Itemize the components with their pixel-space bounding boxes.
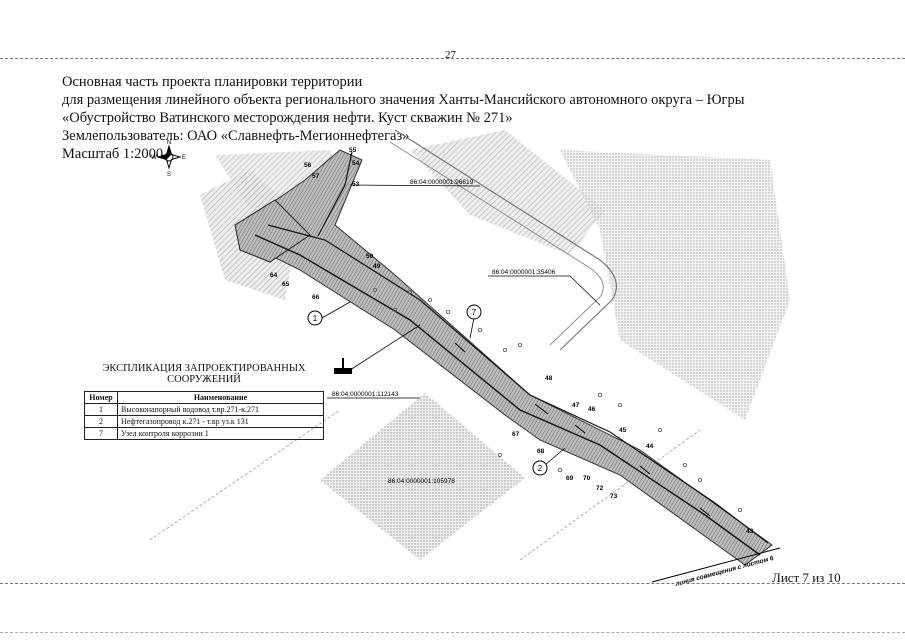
header-line-1: Основная часть проекта планировки террит… [62, 74, 363, 90]
table-row: 7 Узел контроля коррозии 1 [84, 427, 324, 440]
point-70: 70 [583, 475, 591, 482]
document-header: Основная часть проекта планировки террит… [62, 73, 744, 163]
cadastral-label-2: 86:04:0000001:35406 [492, 269, 556, 276]
compass-w: W [151, 155, 157, 161]
callout-1-leader [321, 301, 351, 319]
legend-row-number: 1 [84, 403, 118, 416]
legend-row-number: 2 [84, 415, 118, 428]
compass-s: S [167, 172, 171, 178]
legend-table: Номер Наименование 1 Высоконапорный водо… [84, 391, 324, 440]
legend-row-name: Высоконапорный водовод т.вр.271-к.271 [117, 403, 324, 416]
bottom-divider-lower [0, 632, 905, 633]
cadastral-label-4: 86:04:0000001:105978 [388, 478, 455, 485]
land-parcel-right [560, 150, 790, 420]
survey-markers [372, 287, 743, 512]
pipeline-1 [254, 234, 761, 556]
point-69: 69 [566, 475, 574, 482]
point-53: 53 [352, 181, 360, 188]
legend-title-line-2: СООРУЖЕНИЙ [167, 374, 241, 385]
road-outline-inner [389, 141, 604, 346]
callout-2 [532, 460, 548, 476]
point-68: 68 [537, 448, 545, 455]
road-outline [394, 129, 618, 351]
cadastral-label-1: 86:04:0000001:96619 [410, 179, 474, 186]
page-number: 27 [445, 49, 456, 61]
legend-col-name: Наименование [117, 391, 324, 404]
point-56: 56 [304, 162, 312, 169]
legend-row-name: Нефтегазопровод к.271 - т.вр уз.к 131 [117, 415, 324, 428]
point-50: 50 [366, 253, 374, 260]
callout-2-leader [544, 447, 566, 466]
table-row: 1 Высоконапорный водовод т.вр.271-к.271 [84, 403, 324, 416]
point-49: 49 [373, 263, 381, 270]
legend-row-name: Узел контроля коррозии 1 [117, 427, 324, 440]
point-57: 57 [312, 173, 320, 180]
land-parcel-top [410, 130, 605, 255]
node-ticks [454, 342, 711, 517]
match-line [651, 547, 781, 583]
callout-2-label: 2 [538, 464, 543, 473]
header-line-2: для размещения линейного объекта региона… [62, 92, 745, 108]
point-47: 47 [572, 402, 580, 409]
scale-label: Масштаб 1:2000 [62, 146, 164, 162]
land-parcel-diamond [320, 393, 525, 560]
header-line-3: «Обустройство Ватинского месторождения н… [62, 110, 513, 126]
legend-header-row: Номер Наименование [84, 391, 324, 404]
point-43: 43 [746, 528, 754, 535]
point-67: 67 [512, 431, 520, 438]
point-48: 48 [545, 375, 553, 382]
point-65: 65 [282, 281, 290, 288]
legend-row-number: 7 [84, 427, 118, 440]
point-72: 72 [596, 485, 604, 492]
compass-e: E [182, 155, 186, 161]
callout-7-leader [469, 317, 475, 339]
pipeline-branch [317, 151, 353, 237]
callout-1 [307, 310, 323, 326]
leader-c1 [349, 184, 481, 187]
top-divider [0, 58, 905, 59]
point-64: 64 [270, 272, 278, 279]
point-44: 44 [646, 443, 654, 450]
point-45: 45 [619, 427, 627, 434]
leader-c2b [569, 275, 601, 306]
compass-rose: N S E W [151, 140, 186, 178]
compass-n: N [167, 140, 171, 146]
legend-panel: ЭКСПЛИКАЦИЯ ЗАПРОЕКТИРОВАННЫХ СООРУЖЕНИЙ… [84, 363, 324, 440]
point-46: 46 [588, 406, 596, 413]
sheet-number: Лист 7 из 10 [772, 570, 841, 585]
point-66: 66 [312, 294, 320, 301]
section-marker [334, 324, 421, 374]
wellpad-area [234, 199, 311, 263]
pipeline-corridor [239, 149, 773, 566]
legend-title-line-1: ЭКСПЛИКАЦИЯ ЗАПРОЕКТИРОВАННЫХ [102, 363, 306, 374]
table-row: 2 Нефтегазопровод к.271 - т.вр уз.к 131 [84, 415, 324, 428]
land-parcel-north [215, 150, 345, 228]
header-line-4: Землепользователь: ОАО «Славнефть-Мегион… [62, 128, 410, 144]
callout-7 [466, 304, 482, 320]
point-54: 54 [352, 160, 360, 167]
callout-1-label: 1 [313, 314, 318, 323]
pipeline-2 [267, 224, 769, 544]
bottom-divider [0, 583, 905, 584]
legend-col-number: Номер [84, 391, 118, 404]
cadastral-label-3: 86:04:0000001:112143 [332, 391, 399, 398]
callout-7-label: 7 [472, 308, 477, 317]
point-73: 73 [610, 493, 618, 500]
point-55: 55 [349, 147, 357, 154]
